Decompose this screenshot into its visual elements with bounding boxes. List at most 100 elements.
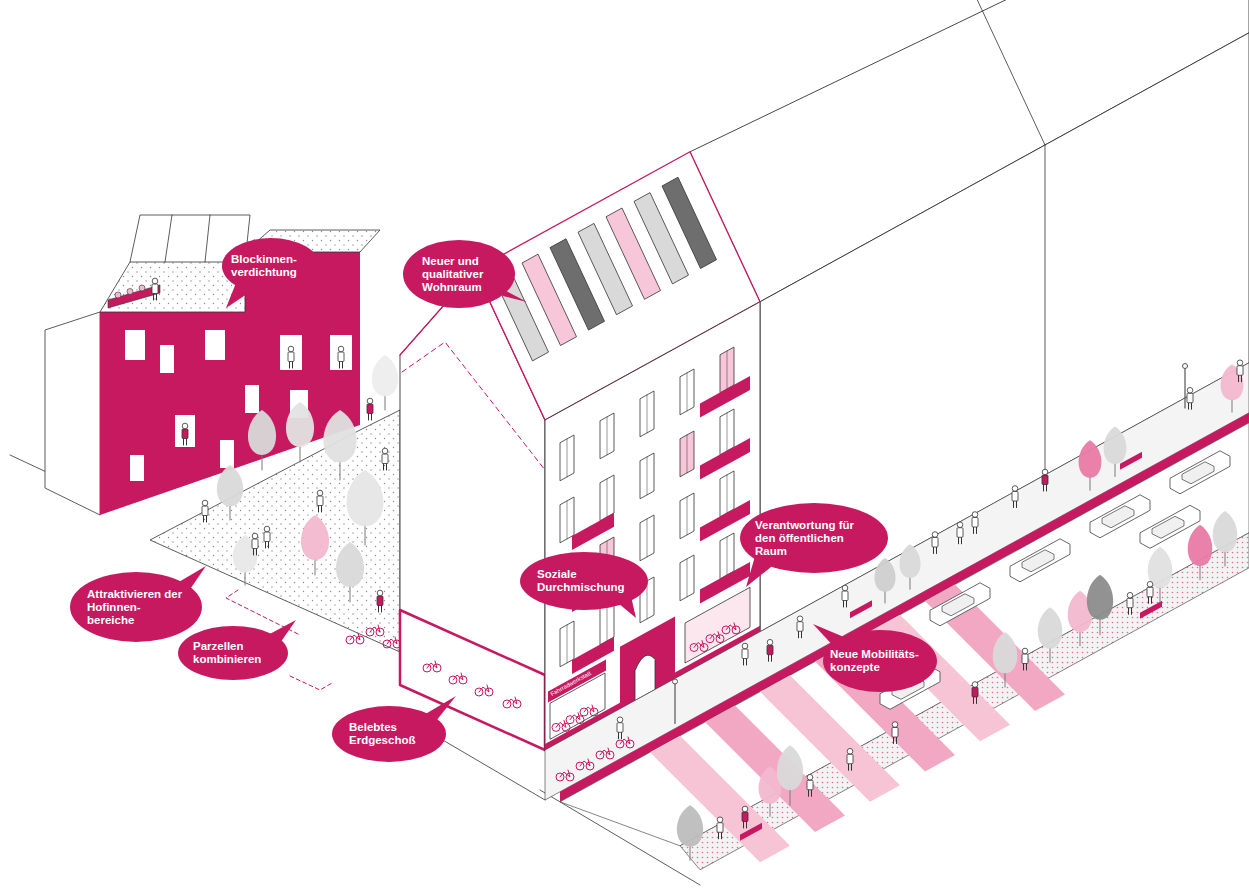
person-body [1237,366,1243,376]
person-leg [156,293,157,300]
bike-frame [387,637,397,644]
person-leg [321,505,322,512]
speech-bubble: Parzellen kombinieren [178,626,288,680]
person-body [338,352,344,362]
facade-window [560,497,574,543]
person-head [1127,592,1133,598]
bubble-tail [422,696,456,726]
window-mullion [727,351,728,389]
person-leg [746,821,747,828]
facade-window [680,555,694,601]
tree-crown [777,745,803,790]
person-head [338,346,344,352]
lamp-head [1183,364,1188,369]
bubble-text: Neuer und qualitativer Wohnraum [422,255,496,294]
person-body [317,496,323,506]
roof-window [662,177,717,268]
person-body [382,454,388,464]
person-leg [621,732,622,739]
planter-plant [115,292,121,298]
person-leg [801,631,802,638]
lamp-head [673,679,678,684]
bike-frame [370,625,380,632]
bike-frame [507,697,517,704]
facade-window [680,431,694,477]
tree-crown [1038,607,1063,648]
bubble-tail [813,624,851,650]
person-leg [843,600,844,607]
person-head [767,639,773,645]
lower-sidewalk [680,533,1249,870]
person-leg [811,789,812,796]
tree-crown [301,515,329,560]
person-leg [289,361,290,368]
facade-window [600,475,614,521]
person-leg [386,463,387,470]
tree-crown [993,632,1018,673]
person-head [1012,486,1018,492]
person-leg [1016,501,1017,508]
person-leg [186,438,187,445]
bike-frame [479,685,489,692]
facade-window [560,435,574,481]
window-mullion [727,413,728,451]
tree-crown [899,544,920,578]
bubble-text: Attraktivieren der Hofinnen- bereiche [87,588,185,627]
roof-line [975,0,1045,145]
tree-crown [874,558,895,592]
facade-window [640,515,654,561]
person-leg [1191,402,1192,409]
speech-bubble: Soziale Durchmischung [520,552,648,610]
person-head [1237,360,1243,366]
person-head [264,526,270,532]
window-mullion [647,395,648,433]
pergola-frame [165,215,172,262]
bike-frame [600,748,610,755]
person-leg [206,515,207,522]
person-leg [339,361,340,368]
person-head [252,533,258,539]
person-body [288,352,294,362]
person-body [1187,393,1193,403]
bike-frame [580,759,590,766]
person-body [972,518,978,528]
person-leg [1128,607,1129,614]
window-mullion [687,497,688,535]
person-body [767,645,773,655]
person-body [972,688,978,698]
tree-crown [217,465,243,506]
person-body [717,823,723,833]
speech-bubble: Verantwortung für den öffentlichen Raum [740,503,888,573]
person-head [742,806,748,812]
person-leg [618,732,619,739]
person-leg [1046,484,1047,491]
person-head [932,532,938,538]
road [560,423,1249,846]
person-body [1147,587,1153,597]
facade-window [600,413,614,459]
bike-frame [570,713,580,720]
tree-crown [372,355,398,396]
bike-frame [726,623,736,630]
annex-facade [100,252,360,515]
person-leg [721,832,722,839]
tree-crown [677,805,703,846]
person-body [847,754,853,764]
parcel-dash [290,676,332,690]
person-leg [368,413,369,420]
person-leg [265,541,266,548]
person-body [367,404,373,414]
window-mullion [727,475,728,513]
person-leg [746,658,747,665]
person-leg [1026,663,1027,670]
person-leg [961,537,962,544]
person-head [317,490,323,496]
person-leg [1043,484,1044,491]
tree-crown [1148,547,1173,588]
party-wall-line [1045,145,1046,475]
person-body [742,649,748,659]
annex-window [330,335,352,370]
person-body [797,622,803,632]
balcony [700,438,750,480]
